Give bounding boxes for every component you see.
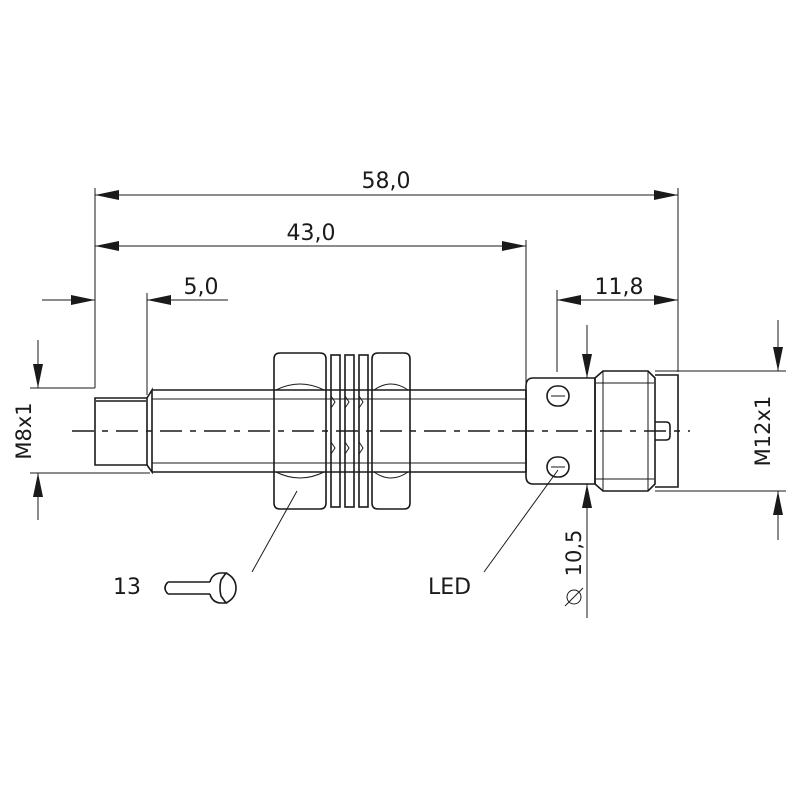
dimension-connector-thread: M12x1 bbox=[655, 320, 786, 540]
hex-nut-right bbox=[371, 352, 411, 510]
dimension-label-led-ring-diameter: 10,5 bbox=[562, 530, 586, 577]
connector-key-slot bbox=[655, 421, 671, 441]
dimension-label-connector-thread: M12x1 bbox=[751, 396, 775, 467]
sensor-body bbox=[72, 352, 690, 510]
dimension-label-tip: 5,0 bbox=[184, 275, 219, 300]
dimension-label-connector: 11,8 bbox=[595, 275, 644, 300]
led-label: LED bbox=[428, 575, 471, 600]
dimension-led-ring-diameter: 10,5 bbox=[562, 325, 592, 618]
dimension-label-overall: 58,0 bbox=[362, 169, 411, 194]
dimension-tip-thread: M8x1 bbox=[12, 340, 150, 520]
wrench-icon bbox=[164, 572, 237, 604]
led-window-top bbox=[546, 385, 570, 407]
dimension-overall-length: 58,0 bbox=[94, 169, 679, 388]
dimension-housing-length: 43,0 bbox=[95, 221, 527, 385]
diameter-symbol bbox=[564, 587, 584, 607]
dimension-connector-length: 11,8 bbox=[556, 275, 678, 372]
hex-nut-left bbox=[273, 352, 327, 510]
wrench-size-label: 13 bbox=[113, 575, 141, 600]
led-ring bbox=[525, 377, 596, 485]
led-callout: LED bbox=[428, 469, 559, 600]
dimension-label-tip-thread: M8x1 bbox=[12, 402, 36, 459]
led-window-bottom bbox=[546, 456, 570, 478]
dimension-tip-length: 5,0 bbox=[42, 275, 228, 395]
wrench-callout: 13 bbox=[113, 490, 298, 604]
dimension-label-housing: 43,0 bbox=[287, 221, 336, 246]
